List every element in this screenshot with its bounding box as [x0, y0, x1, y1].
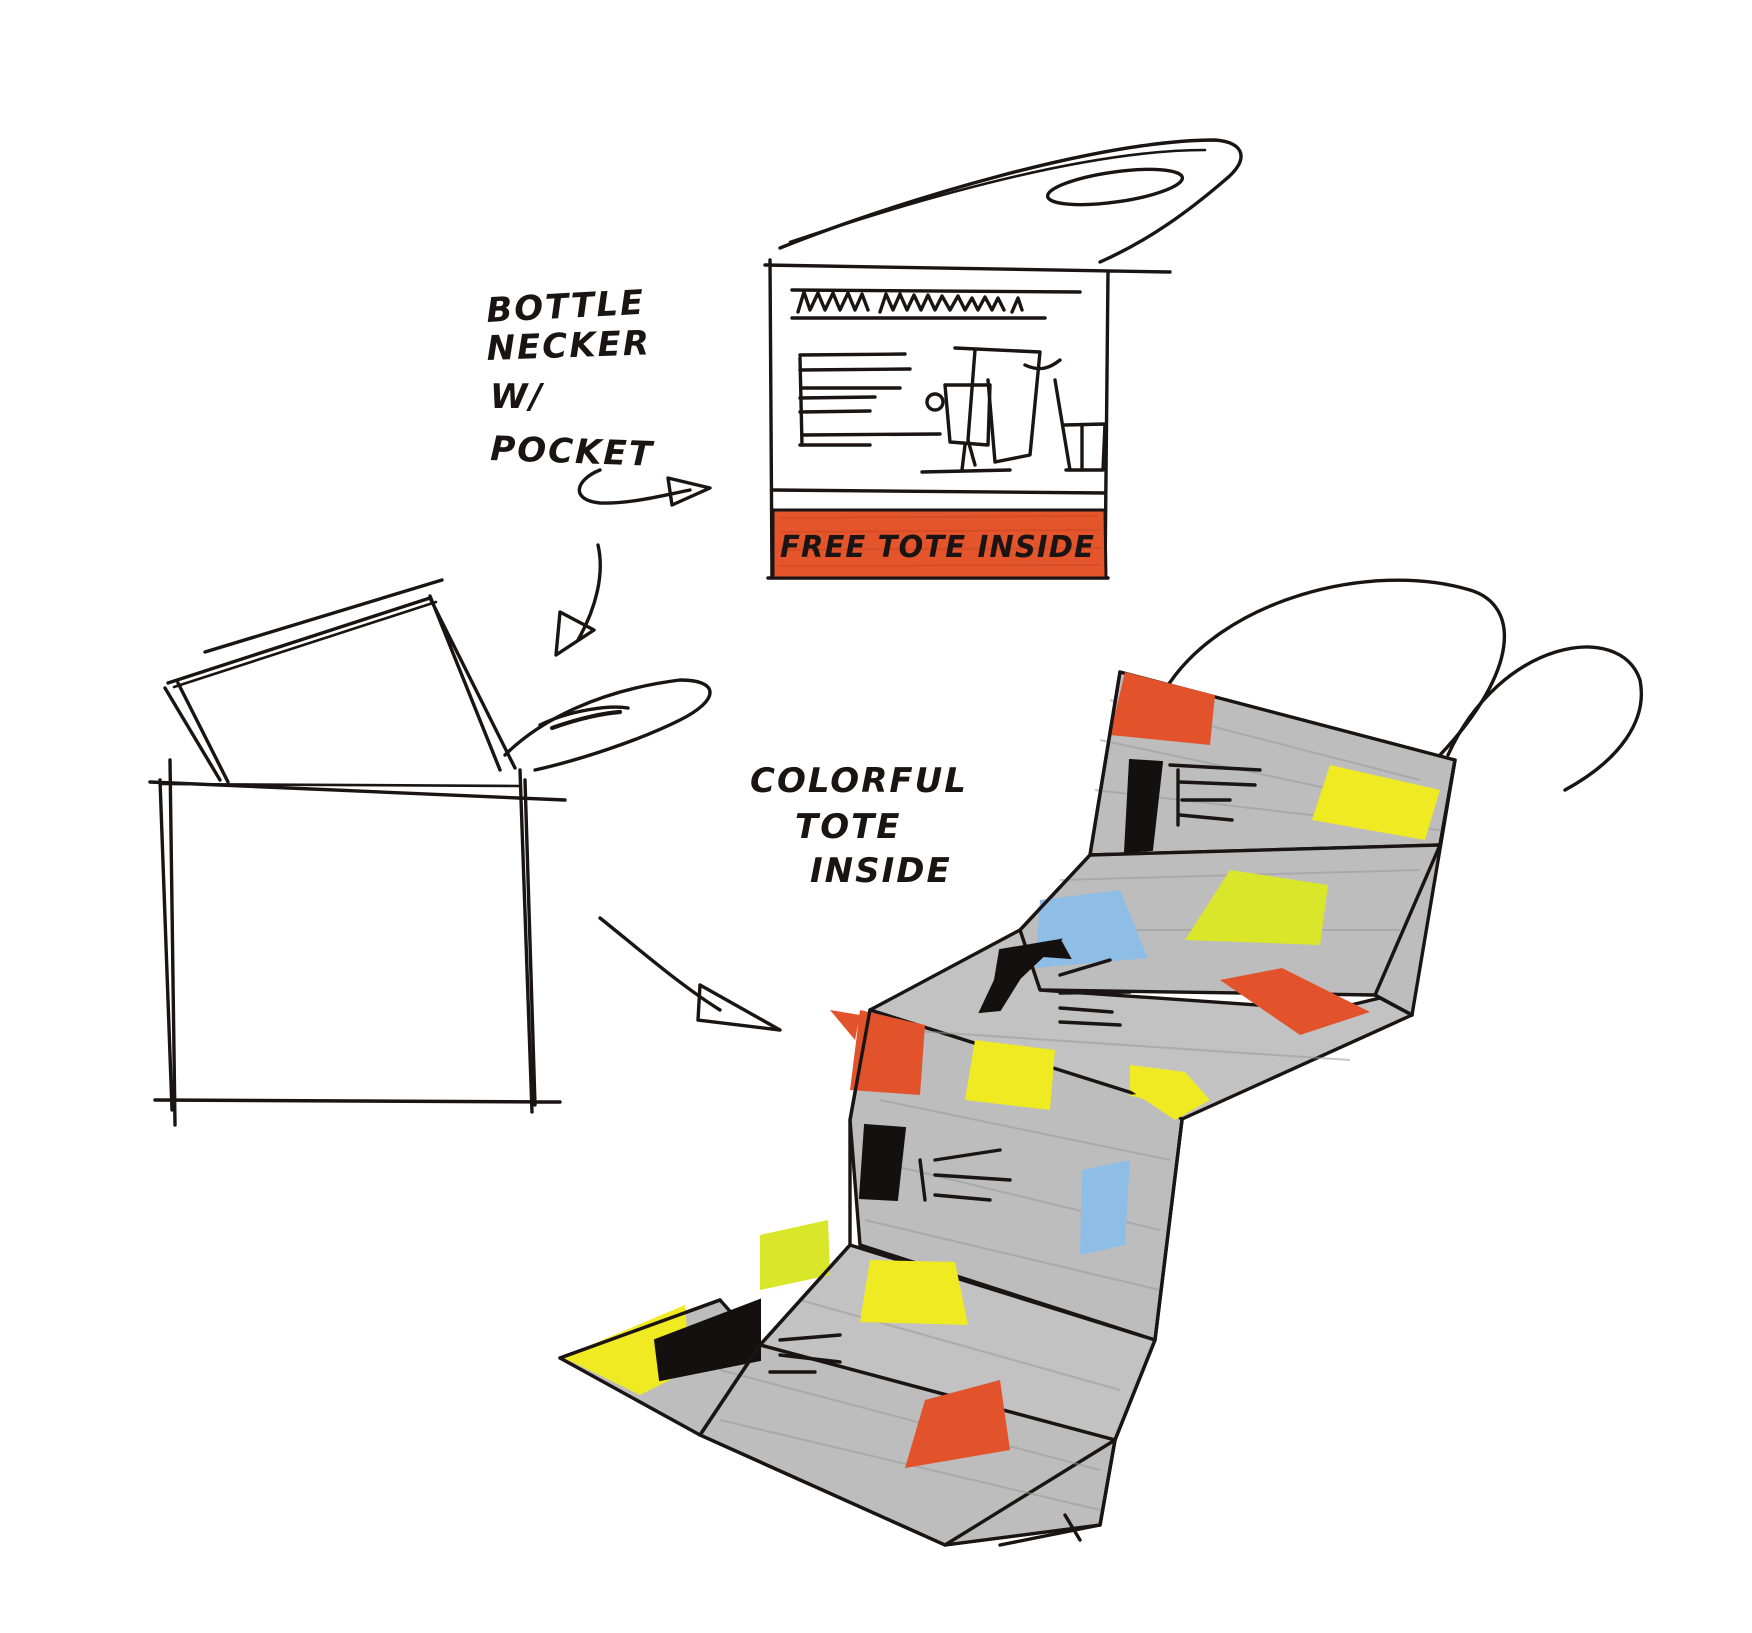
tote-block-red: [905, 1380, 1010, 1468]
tote-block-blue: [1080, 1160, 1130, 1255]
box-pocket-flap: [163, 578, 517, 784]
tote-handle-front: [1446, 645, 1643, 792]
tote-block-red: [1220, 968, 1370, 1035]
tote-block-lime: [1185, 870, 1328, 945]
tote-block-yellow: [562, 1305, 690, 1395]
necker-banner-text: FREE TOTE INSIDE: [780, 530, 1095, 565]
box-neck-tab: [503, 678, 712, 772]
necker-body-lines: [798, 352, 942, 447]
tote-bag-sketch: [558, 578, 1643, 1547]
necker-bar-illustration: [920, 346, 1107, 474]
arrow-icon: [554, 543, 602, 657]
tote-block-yellow: [965, 1040, 1055, 1110]
gift-box-sketch: [148, 578, 712, 1127]
necker-annotation: BOTTLE NECKER W/ POCKET: [485, 283, 655, 475]
tote-handle-back: [1163, 578, 1507, 757]
necker-neck-hole: [1045, 167, 1185, 207]
tote-text-lines: [768, 763, 1262, 1374]
necker-label-line-4: POCKET: [490, 429, 656, 475]
necker-banner: [771, 508, 1108, 580]
necker-label-line-2: NECKER: [486, 323, 652, 369]
bottle-necker-sketch: FREE TOTE INSIDE: [763, 138, 1243, 580]
tote-block-red: [830, 1010, 860, 1040]
arrow-icon: [577, 468, 712, 507]
necker-card-outline: [763, 258, 1172, 580]
tote-block-yellow: [1312, 765, 1440, 840]
tote-annotation: COLORFUL TOTE INSIDE: [750, 761, 968, 891]
necker-headline-scribble: [796, 290, 1024, 314]
tote-block-yellow: [860, 1260, 968, 1325]
necker-neck-tab: [778, 138, 1243, 264]
tote-label-line-3: INSIDE: [810, 851, 952, 891]
box-body: [148, 758, 567, 1127]
tote-block-yellow: [1128, 1090, 1180, 1108]
necker-label-line-1: BOTTLE: [485, 283, 646, 331]
tote-block-red: [850, 1010, 925, 1095]
tote-label-line-2: TOTE: [795, 807, 902, 847]
tote-glass-icons: [653, 758, 1164, 1382]
tote-label-line-1: COLORFUL: [750, 761, 968, 801]
tote-block-lime: [760, 1220, 830, 1290]
tote-block-red: [1110, 672, 1215, 745]
necker-label-line-3: W/: [490, 377, 545, 417]
arrow-icon: [598, 916, 782, 1032]
